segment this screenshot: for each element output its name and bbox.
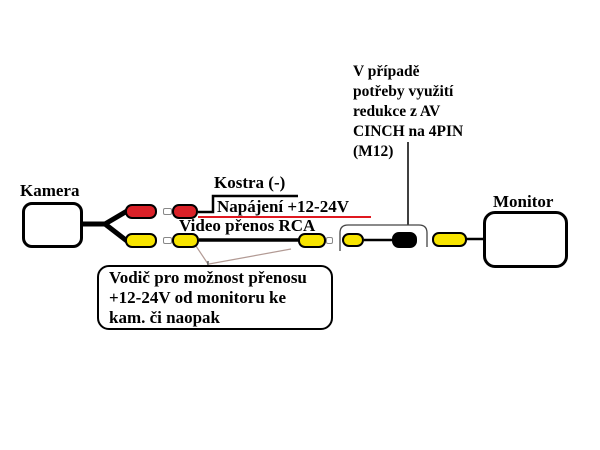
camera-cable-split-bottom	[102, 221, 130, 244]
callout-leader-right	[208, 248, 292, 265]
callout-line: Vodič pro možnost přenosu	[109, 268, 307, 287]
video-rca-plug-left-tip-icon	[163, 237, 172, 244]
video-rca-plug-right-yellow-icon	[298, 233, 326, 248]
monitor-label: Monitor	[493, 192, 554, 211]
callout-leader-left	[195, 245, 209, 265]
camera-power-rca-red-icon	[125, 204, 157, 219]
power-wire-label: Napájení +12-24V	[217, 197, 349, 216]
adapter-note-line: CINCH na 4PIN	[353, 123, 464, 140]
adapter-note: V případě potřeby využití redukce z AV C…	[353, 62, 463, 162]
adapter-note-line: V případě	[353, 63, 420, 80]
camera-video-rca-yellow-icon	[125, 233, 157, 248]
video-rca-plug-right-tip-icon	[326, 237, 333, 244]
power-rca-plug-tip-icon	[163, 208, 172, 215]
adapter-cinch-yellow-icon	[342, 233, 364, 247]
camera-cable-split-top	[102, 208, 130, 227]
adapter-note-line: potřeby využití	[353, 83, 454, 100]
adapter-outline	[339, 224, 428, 251]
monitor-box	[483, 211, 568, 268]
power-transfer-callout-text: Vodič pro možnost přenosu +12-24V od mon…	[109, 268, 307, 328]
callout-line: kam. či naopak	[109, 308, 220, 327]
video-rca-plug-left-yellow-icon	[172, 233, 199, 248]
power-rca-plug-red-icon	[172, 204, 198, 219]
adapter-note-line: (M12)	[353, 143, 394, 160]
video-wire-label: Video přenos RCA	[179, 216, 316, 235]
camera-box	[22, 202, 83, 248]
adapter-note-line: redukce z AV	[353, 103, 441, 120]
ground-wire	[198, 194, 298, 214]
ground-wire-label: Kostra (-)	[214, 173, 286, 192]
camera-label: Kamera	[20, 181, 80, 200]
callout-line: +12-24V od monitoru ke	[109, 288, 287, 307]
adapter-4pin-m12-black-icon	[392, 232, 417, 248]
power-transfer-callout-box: Vodič pro možnost přenosu +12-24V od mon…	[97, 265, 333, 330]
monitor-rca-yellow-icon	[432, 232, 467, 247]
